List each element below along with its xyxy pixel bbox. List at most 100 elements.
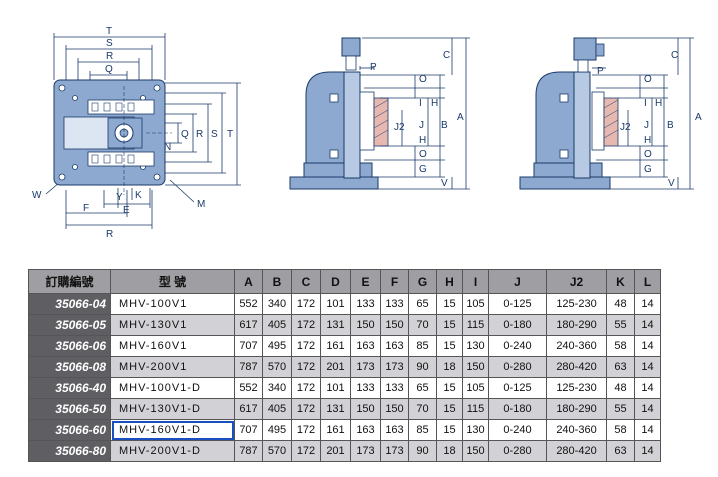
- dimension-cell: 707: [234, 335, 263, 357]
- dimension-cell: 172: [291, 398, 321, 420]
- dimension-cell: 65: [408, 377, 437, 399]
- dimension-cell: 133: [380, 377, 409, 399]
- dimension-cell: 150: [350, 398, 381, 420]
- dimension-cell: 163: [350, 335, 381, 357]
- order-code-cell: 35066-80: [28, 440, 111, 462]
- dim-label: H: [431, 98, 438, 109]
- column-header: J2: [546, 269, 607, 294]
- dim-label: G: [644, 164, 652, 175]
- model-cell[interactable]: MHV-130V1: [110, 314, 235, 336]
- dimension-cell: 280-420: [546, 356, 607, 378]
- dimension-cell: 172: [291, 335, 321, 357]
- order-code-cell: 35066-08: [28, 356, 111, 378]
- model-cell[interactable]: MHV-130V1-D: [110, 398, 235, 420]
- dimension-cell: 240-360: [546, 335, 607, 357]
- dimension-cell: 173: [350, 440, 381, 462]
- dimension-cell: 173: [380, 356, 409, 378]
- model-cell[interactable]: MHV-100V1: [110, 293, 235, 315]
- dimension-cell: 131: [320, 314, 351, 336]
- model-cell[interactable]: MHV-200V1: [110, 356, 235, 378]
- model-cell[interactable]: MHV-100V1-D: [110, 377, 235, 399]
- dim-label: B: [667, 120, 674, 131]
- dimension-cell: 617: [234, 314, 263, 336]
- spec-table: 訂購編號 型 號 A B C D E F G H I J J2 K L 3506…: [28, 269, 661, 462]
- dimension-cell: 201: [320, 356, 351, 378]
- dim-label: O: [644, 74, 652, 85]
- dimension-cell: 18: [436, 356, 463, 378]
- dimension-cell: 0-280: [488, 440, 547, 462]
- dimension-labels: T S R Q N Q R S T W Y K F E R M P O I J2…: [32, 26, 702, 240]
- column-header: 型 號: [110, 269, 235, 294]
- dim-label: J: [419, 120, 424, 131]
- dimension-cell: 58: [606, 335, 635, 357]
- drawing-canvas: [45, 33, 694, 229]
- dimension-cell: 101: [320, 293, 351, 315]
- dimension-cell: 70: [408, 398, 437, 420]
- dim-label: V: [668, 178, 675, 189]
- dimension-cell: 63: [606, 356, 635, 378]
- dimension-cell: 495: [262, 335, 292, 357]
- dimension-cell: 340: [262, 377, 292, 399]
- dimension-cell: 14: [634, 356, 661, 378]
- model-cell[interactable]: MHV-160V1: [110, 335, 235, 357]
- dimension-cell: 14: [634, 440, 661, 462]
- column-header: I: [462, 269, 489, 294]
- side-view-2-drawing: [519, 37, 694, 190]
- dimension-cell: 173: [380, 440, 409, 462]
- dimension-cell: 707: [234, 419, 263, 441]
- dimension-cell: 163: [380, 335, 409, 357]
- table-header-row: 訂購編號 型 號 A B C D E F G H I J J2 K L: [28, 269, 661, 294]
- dimension-cell: 115: [462, 314, 489, 336]
- dim-label: Q: [105, 64, 113, 75]
- dimension-cell: 552: [234, 377, 263, 399]
- dim-label: Q: [181, 129, 189, 140]
- technical-drawings: T S R Q N Q R S T W Y K F E R M P O I J2…: [32, 26, 702, 240]
- dim-label: P: [370, 62, 377, 73]
- dimension-cell: 0-180: [488, 398, 547, 420]
- dimension-cell: 150: [380, 314, 409, 336]
- order-code-cell: 35066-50: [28, 398, 111, 420]
- dim-label: I: [419, 98, 422, 109]
- column-header: H: [436, 269, 463, 294]
- column-header: 訂購編號: [28, 269, 111, 294]
- dimension-cell: 787: [234, 356, 263, 378]
- dimension-cell: 180-290: [546, 398, 607, 420]
- dimension-cell: 340: [262, 293, 292, 315]
- dimension-cell: 65: [408, 293, 437, 315]
- dimension-cell: 0-125: [488, 293, 547, 315]
- dim-label: B: [441, 120, 448, 131]
- dimension-cell: 150: [350, 314, 381, 336]
- dim-label: Y: [116, 192, 123, 203]
- dimension-cell: 172: [291, 293, 321, 315]
- dimension-cell: 58: [606, 419, 635, 441]
- dim-label: O: [644, 149, 652, 160]
- column-header: F: [380, 269, 409, 294]
- model-cell[interactable]: MHV-200V1-D: [110, 440, 235, 462]
- dimension-cell: 163: [350, 419, 381, 441]
- dimension-cell: 130: [462, 335, 489, 357]
- dim-label: T: [227, 129, 233, 140]
- dimension-cell: 55: [606, 398, 635, 420]
- dimension-cell: 280-420: [546, 440, 607, 462]
- dimension-cell: 15: [436, 335, 463, 357]
- dimension-cell: 85: [408, 419, 437, 441]
- top-view-drawing: [45, 33, 241, 229]
- dim-label: H: [655, 98, 662, 109]
- dimension-cell: 15: [436, 314, 463, 336]
- column-header: D: [320, 269, 351, 294]
- dimension-cell: 150: [380, 398, 409, 420]
- dimension-cell: 150: [462, 356, 489, 378]
- dim-label: F: [83, 203, 89, 214]
- model-cell-selected[interactable]: MHV-160V1-D: [110, 419, 235, 441]
- dim-label: O: [419, 74, 427, 85]
- dimension-cell: 172: [291, 377, 321, 399]
